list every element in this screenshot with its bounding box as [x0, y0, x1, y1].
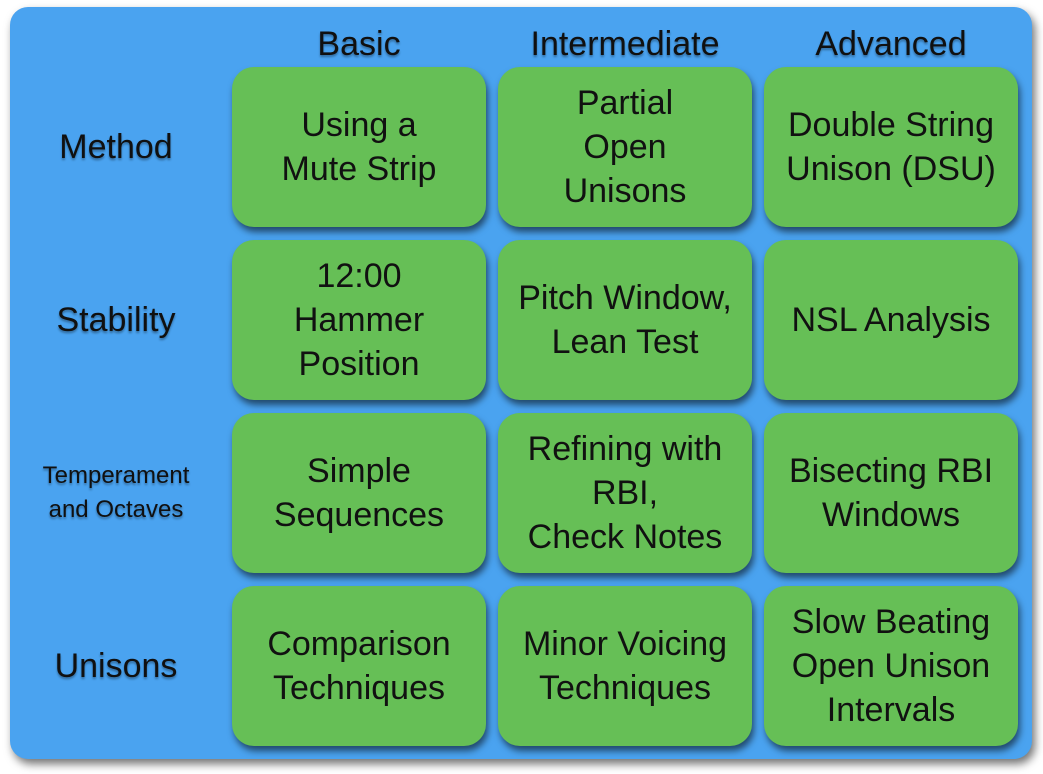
column-header-basic: Basic: [317, 24, 401, 63]
row-header-temperament-and-octaves: Temperament and Octaves: [42, 462, 190, 523]
cell-method-advanced[interactable]: Double String Unison (DSU): [764, 67, 1018, 227]
row-header-method: Method: [59, 128, 173, 166]
cell-stability-advanced[interactable]: NSL Analysis: [764, 240, 1018, 400]
cell-unisons-basic[interactable]: Comparison Techniques: [232, 586, 486, 746]
row-header-stability: Stability: [56, 301, 176, 339]
column-header-intermediate: Intermediate: [530, 24, 720, 63]
cell-stability-intermediate[interactable]: Pitch Window, Lean Test: [498, 240, 752, 400]
cell-temperament-intermediate[interactable]: Refining with RBI, Check Notes: [498, 413, 752, 573]
cell-unisons-advanced[interactable]: Slow Beating Open Unison Intervals: [764, 586, 1018, 746]
cell-temperament-basic[interactable]: Simple Sequences: [232, 413, 486, 573]
cell-method-intermediate[interactable]: Partial Open Unisons: [498, 67, 752, 227]
cell-stability-basic[interactable]: 12:00 Hammer Position: [232, 240, 486, 400]
column-header-advanced: Advanced: [815, 24, 967, 63]
row-header-unisons: Unisons: [54, 647, 178, 685]
cell-temperament-advanced[interactable]: Bisecting RBI Windows: [764, 413, 1018, 573]
skills-matrix-board: Basic Intermediate Advanced Method Stabi…: [10, 7, 1032, 759]
cell-unisons-intermediate[interactable]: Minor Voicing Techniques: [498, 586, 752, 746]
cell-method-basic[interactable]: Using a Mute Strip: [232, 67, 486, 227]
